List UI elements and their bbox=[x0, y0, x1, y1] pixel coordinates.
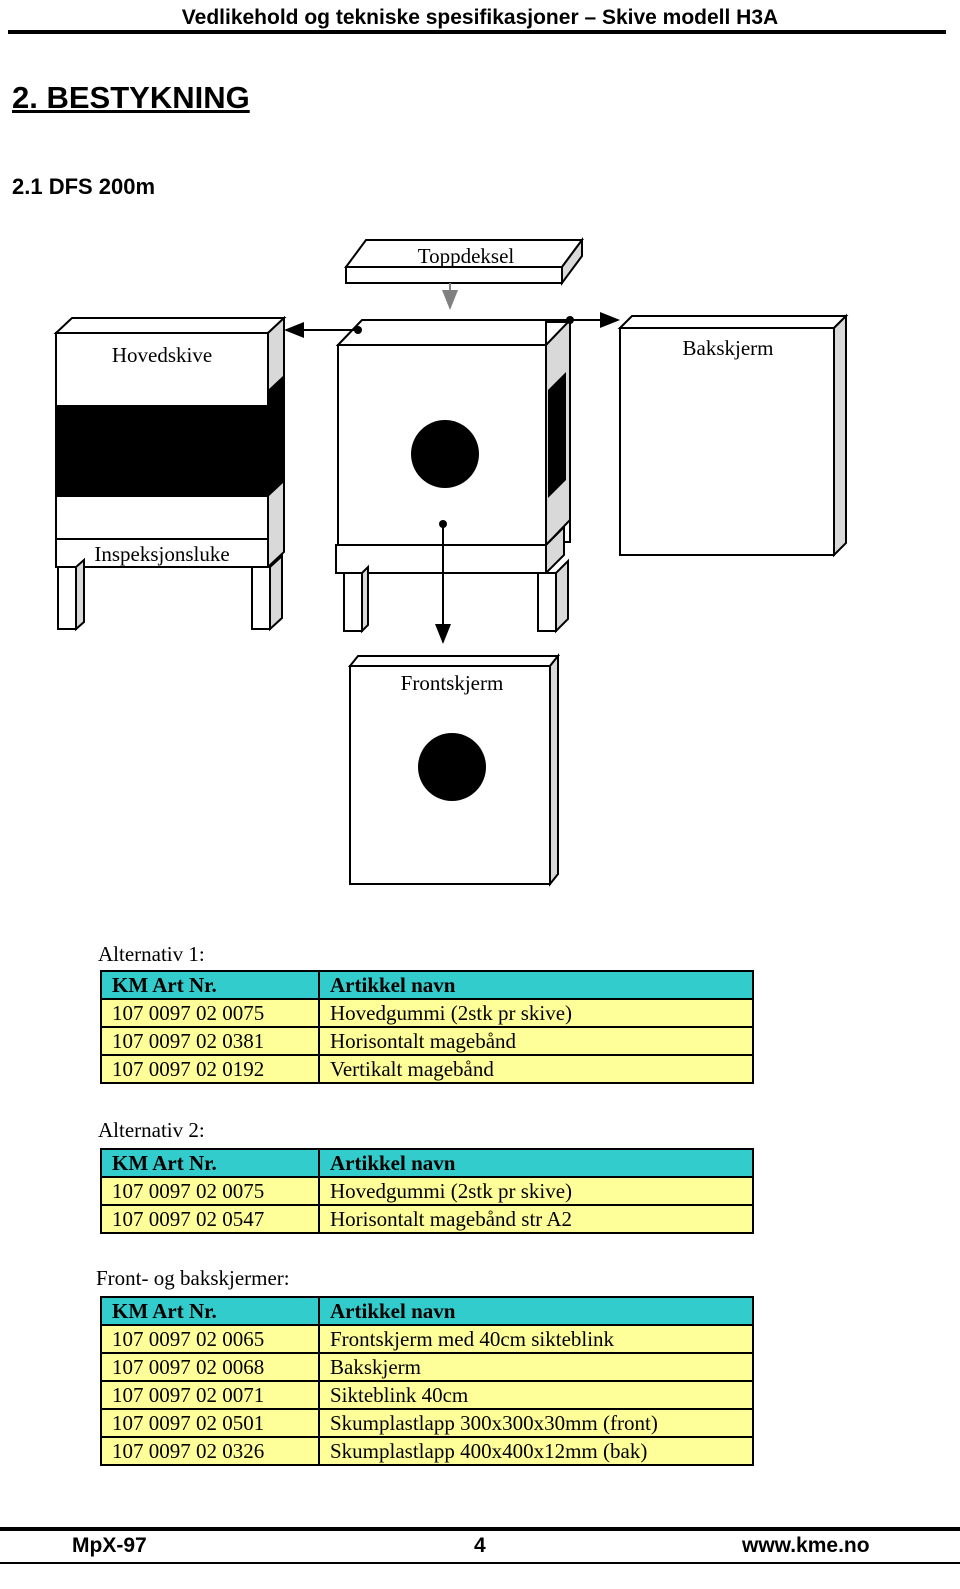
table-row: 107 0097 02 0075 Hovedgummi (2stk pr ski… bbox=[100, 1176, 754, 1206]
art-nr-cell: 107 0097 02 0068 bbox=[100, 1352, 320, 1382]
header-article-name: Artikkel navn bbox=[318, 1148, 754, 1178]
parts-table-screens: KM Art Nr. Artikkel navn 107 0097 02 006… bbox=[100, 1296, 754, 1466]
main-target-part: Hovedskive Inspeksjonsluke bbox=[53, 315, 287, 632]
article-name-cell: Vertikalt magebånd bbox=[318, 1054, 754, 1084]
header-rule bbox=[8, 30, 946, 34]
parts-table-alternative-1: KM Art Nr. Artikkel navn 107 0097 02 007… bbox=[100, 970, 754, 1084]
header-article-name: Artikkel navn bbox=[318, 970, 754, 1000]
table-2-label: Alternativ 2: bbox=[98, 1118, 205, 1142]
subsection-title: 2.1 DFS 200m bbox=[12, 174, 156, 199]
footer-page-number: 4 bbox=[474, 1534, 486, 1557]
art-nr-cell: 107 0097 02 0192 bbox=[100, 1054, 320, 1084]
main-target-band bbox=[56, 405, 268, 497]
header-art-nr: KM Art Nr. bbox=[100, 1296, 320, 1326]
footer-bottom-rule bbox=[0, 1562, 960, 1564]
footer-left: MpX-97 bbox=[72, 1534, 147, 1557]
table-row: 107 0097 02 0071 Sikteblink 40cm bbox=[100, 1380, 754, 1410]
document-header-title: Vedlikehold og tekniske spesifikasjoner … bbox=[181, 6, 779, 29]
parts-table-alternative-2: KM Art Nr. Artikkel navn 107 0097 02 007… bbox=[100, 1148, 754, 1234]
table-row: 107 0097 02 0075 Hovedgummi (2stk pr ski… bbox=[100, 998, 754, 1028]
back-screen-label: Bakskjerm bbox=[683, 336, 774, 360]
inspection-hatch-label: Inspeksjonsluke bbox=[94, 542, 229, 566]
art-nr-cell: 107 0097 02 0547 bbox=[100, 1204, 320, 1234]
art-nr-cell: 107 0097 02 0065 bbox=[100, 1324, 320, 1354]
article-name-cell: Skumplastlapp 400x400x12mm (bak) bbox=[318, 1436, 754, 1466]
table-header-row: KM Art Nr. Artikkel navn bbox=[100, 970, 754, 1000]
front-aiming-disc bbox=[418, 733, 486, 801]
back-screen-part: Bakskjerm bbox=[617, 313, 849, 558]
top-cover-label: Toppdeksel bbox=[418, 244, 515, 268]
art-nr-cell: 107 0097 02 0071 bbox=[100, 1380, 320, 1410]
art-nr-cell: 107 0097 02 0381 bbox=[100, 1026, 320, 1056]
section-title: 2. BESTYKNING bbox=[12, 80, 250, 115]
table-row: 107 0097 02 0547 Horisontalt magebånd st… bbox=[100, 1204, 754, 1234]
table-row: 107 0097 02 0501 Skumplastlapp 300x300x3… bbox=[100, 1408, 754, 1438]
front-screen-label: Frontskjerm bbox=[401, 671, 504, 695]
table-row: 107 0097 02 0192 Vertikalt magebånd bbox=[100, 1054, 754, 1084]
target-assembly-diagram: Toppdeksel Hovedskive Inspeksjonsluke bbox=[53, 236, 849, 887]
article-name-cell: Hovedgummi (2stk pr skive) bbox=[318, 998, 754, 1028]
article-name-cell: Sikteblink 40cm bbox=[318, 1380, 754, 1410]
art-nr-cell: 107 0097 02 0075 bbox=[100, 1176, 320, 1206]
article-name-cell: Horisontalt magebånd bbox=[318, 1026, 754, 1056]
article-name-cell: Bakskjerm bbox=[318, 1352, 754, 1382]
article-name-cell: Horisontalt magebånd str A2 bbox=[318, 1204, 754, 1234]
inspection-hatch bbox=[55, 538, 269, 568]
table-header-row: KM Art Nr. Artikkel navn bbox=[100, 1296, 754, 1326]
table-row: 107 0097 02 0065 Frontskjerm med 40cm si… bbox=[100, 1324, 754, 1354]
header-art-nr: KM Art Nr. bbox=[100, 1148, 320, 1178]
table-row: 107 0097 02 0381 Horisontalt magebånd bbox=[100, 1026, 754, 1056]
main-target-label: Hovedskive bbox=[112, 343, 212, 367]
art-nr-cell: 107 0097 02 0326 bbox=[100, 1436, 320, 1466]
article-name-cell: Frontskjerm med 40cm sikteblink bbox=[318, 1324, 754, 1354]
footer-rule bbox=[0, 1527, 960, 1531]
front-screen-part: Frontskjerm bbox=[347, 653, 561, 887]
table-row: 107 0097 02 0326 Skumplastlapp 400x400x1… bbox=[100, 1436, 754, 1466]
table-header-row: KM Art Nr. Artikkel navn bbox=[100, 1148, 754, 1178]
table-1-label: Alternativ 1: bbox=[98, 942, 205, 966]
article-name-cell: Skumplastlapp 300x300x30mm (front) bbox=[318, 1408, 754, 1438]
top-cover-part: Toppdeksel bbox=[344, 236, 584, 287]
centre-assembly-part bbox=[335, 317, 573, 634]
centre-aiming-disc bbox=[411, 420, 479, 488]
table-3-label: Front- og bakskjermer: bbox=[96, 1266, 290, 1290]
table-row: 107 0097 02 0068 Bakskjerm bbox=[100, 1352, 754, 1382]
art-nr-cell: 107 0097 02 0075 bbox=[100, 998, 320, 1028]
footer-right: www.kme.no bbox=[742, 1534, 870, 1557]
article-name-cell: Hovedgummi (2stk pr skive) bbox=[318, 1176, 754, 1206]
art-nr-cell: 107 0097 02 0501 bbox=[100, 1408, 320, 1438]
header-article-name: Artikkel navn bbox=[318, 1296, 754, 1326]
header-art-nr: KM Art Nr. bbox=[100, 970, 320, 1000]
